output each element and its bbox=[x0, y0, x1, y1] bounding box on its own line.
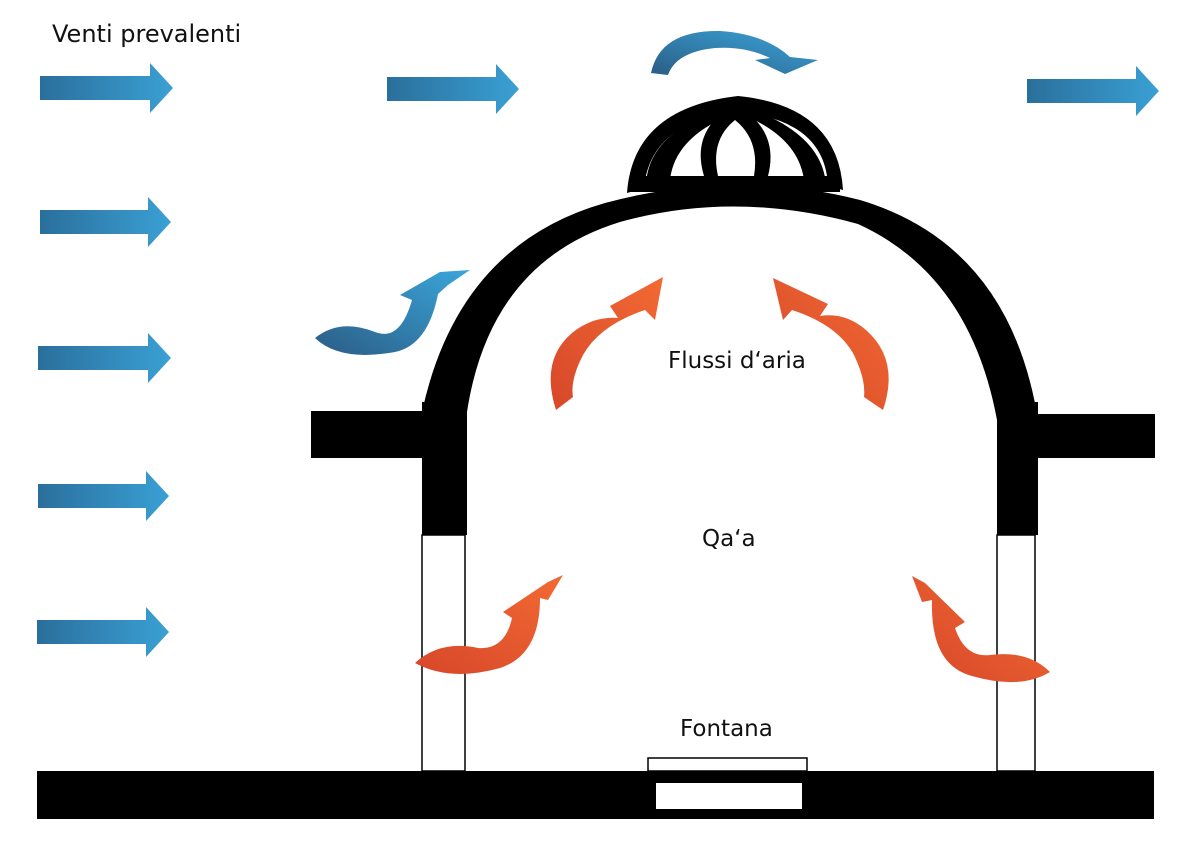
wind-arrow bbox=[40, 63, 173, 113]
wind-swirl-over-lantern bbox=[651, 30, 818, 75]
ground-slab bbox=[37, 771, 1154, 819]
wind-arrow bbox=[38, 471, 169, 521]
wind-arrow bbox=[40, 197, 171, 247]
air-flows-label: Flussi d‘aria bbox=[668, 348, 806, 374]
curved-wind-arrows bbox=[315, 30, 818, 355]
wind-arrow bbox=[387, 64, 519, 114]
air-flow-arrow bbox=[912, 576, 1050, 683]
wind-arrow bbox=[38, 333, 171, 383]
air-flow-arrow bbox=[773, 278, 889, 410]
roof-lantern bbox=[627, 96, 843, 193]
wind-deflection-left bbox=[315, 270, 470, 355]
wind-arrows bbox=[37, 63, 1159, 657]
wind-arrow bbox=[1027, 66, 1159, 116]
air-flow-arrow bbox=[415, 575, 563, 674]
fountain-basin bbox=[647, 757, 808, 809]
air-flow-arrow bbox=[550, 277, 663, 410]
dome bbox=[422, 184, 1038, 420]
fountain-label: Fontana bbox=[680, 716, 773, 742]
prevailing-winds-label: Venti prevalenti bbox=[52, 20, 242, 48]
wind-arrow bbox=[37, 607, 169, 657]
air-flow-arrows bbox=[415, 277, 1050, 683]
side-wings bbox=[311, 411, 1155, 458]
room-label: Qa‘a bbox=[702, 526, 756, 552]
